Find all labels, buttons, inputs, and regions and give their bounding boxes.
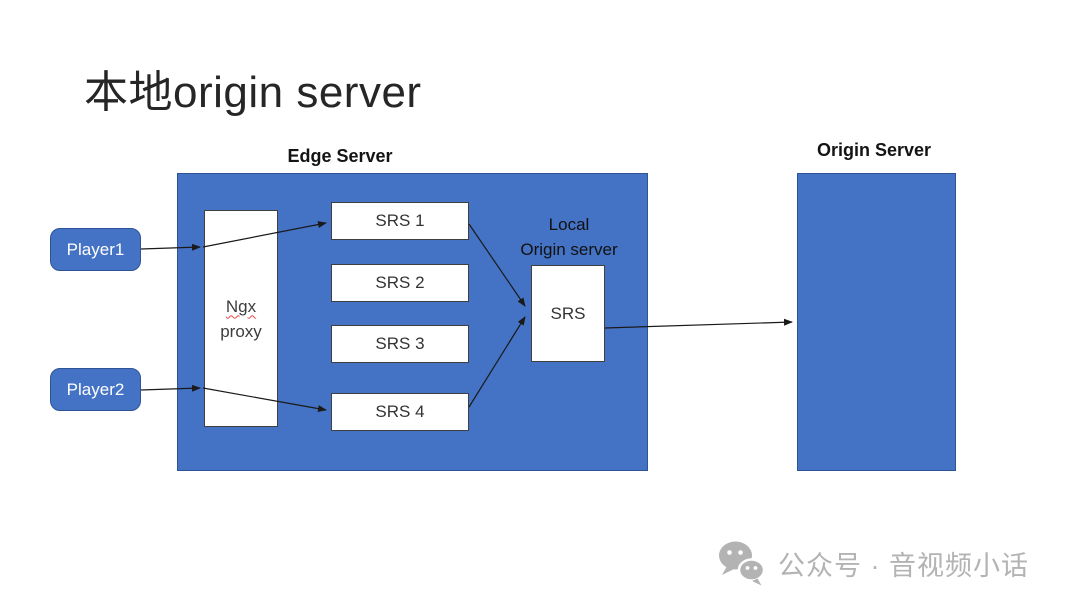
watermark: 公众号 · 音视频小话: [718, 540, 1029, 586]
srs2-node: SRS 2: [331, 264, 469, 302]
ngx-proxy-label-line1: Ngx: [225, 296, 257, 316]
ngx-proxy-label-line2: proxy: [220, 321, 262, 341]
srs1-node: SRS 1: [331, 202, 469, 240]
origin-server-box: [797, 173, 956, 471]
local-origin-srs-label: SRS: [550, 303, 586, 323]
player1-label: Player1: [66, 239, 125, 259]
origin-server-label: Origin Server: [816, 140, 932, 160]
player2-node: Player2: [50, 368, 141, 411]
local-origin-label-line2: Origin server: [520, 240, 618, 259]
watermark-text: 公众号 · 音视频小话: [778, 550, 1029, 581]
srs4-node: SRS 4: [331, 393, 469, 431]
wechat-icon: [719, 541, 766, 586]
local-origin-label-line1: Local: [548, 215, 590, 234]
srs4-label: SRS 4: [375, 402, 425, 421]
local-origin-label: Local Origin server: [505, 212, 633, 262]
page-title: 本地origin server: [84, 68, 422, 117]
srs1-label: SRS 1: [375, 211, 425, 230]
player2-label: Player2: [66, 379, 125, 399]
edge-server-label: Edge Server: [287, 146, 393, 166]
player1-node: Player1: [50, 228, 141, 271]
ngx-proxy-node: Ngx proxy: [204, 210, 278, 427]
srs3-node: SRS 3: [331, 325, 469, 363]
local-origin-srs-node: SRS: [531, 265, 605, 362]
srs2-label: SRS 2: [375, 273, 425, 292]
srs3-label: SRS 3: [375, 334, 425, 353]
